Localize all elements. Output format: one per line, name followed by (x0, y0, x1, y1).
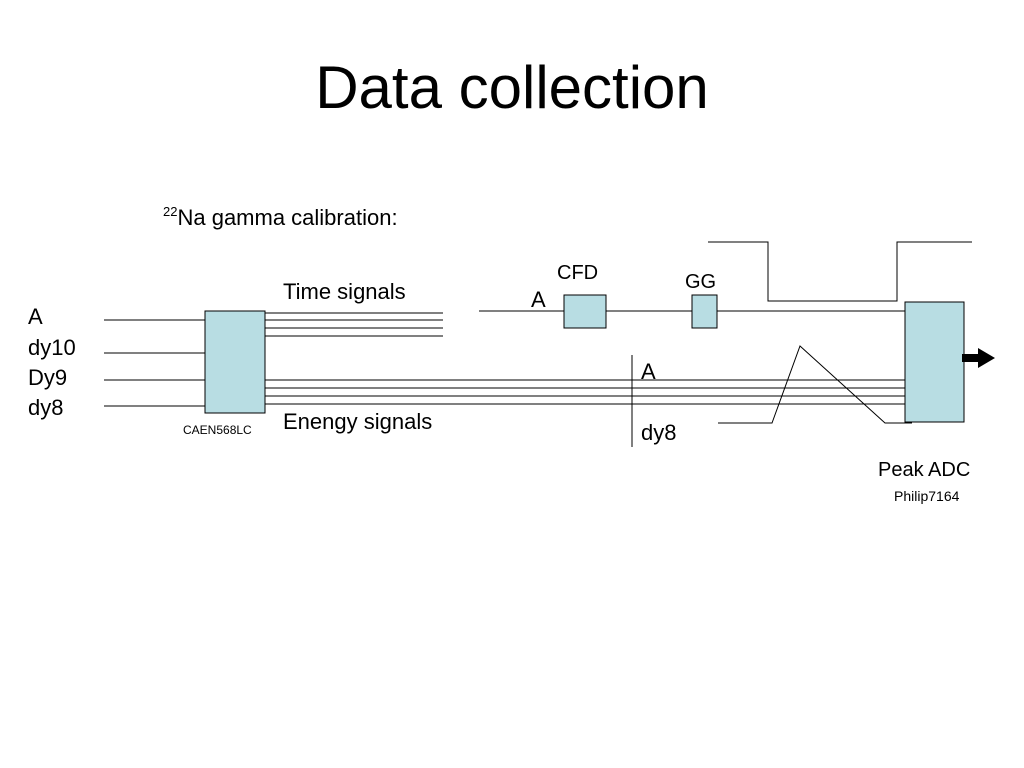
cfd-module-label: CFD (557, 262, 599, 284)
cfd-input-label: A (531, 287, 546, 312)
output-arrow-icon (962, 348, 995, 368)
caen-module-label: CAEN568LC (183, 423, 252, 437)
pulse-waveform (718, 345, 912, 424)
input-label-dy9: Dy9 (28, 365, 68, 390)
adc-model-label: Philip7164 (894, 488, 960, 504)
time-signal-lines (265, 312, 443, 337)
peak-adc-module (904, 301, 965, 423)
isotope-mass-number: 22 (163, 203, 178, 219)
calibration-subtitle: 22Na gamma calibration: (163, 203, 398, 230)
cut-label-a: A (641, 359, 656, 384)
gg-module (691, 294, 718, 329)
caen-module (204, 310, 266, 414)
calibration-text: Na gamma calibration: (177, 205, 398, 230)
input-label-dy8: dy8 (28, 395, 64, 420)
cut-label-dy8: dy8 (641, 420, 677, 445)
energy-signal-lines (265, 379, 905, 405)
time-signals-label: Time signals (283, 279, 406, 304)
slide-title: Data collection (315, 54, 709, 121)
energy-signals-label: Enengy signals (283, 409, 433, 434)
gate-waveform (708, 241, 972, 302)
cfd-module (563, 294, 607, 329)
peak-adc-label: Peak ADC (878, 459, 971, 481)
gg-module-label: GG (685, 271, 717, 293)
input-label-dy10: dy10 (28, 335, 76, 360)
input-label-a: A (28, 304, 43, 329)
